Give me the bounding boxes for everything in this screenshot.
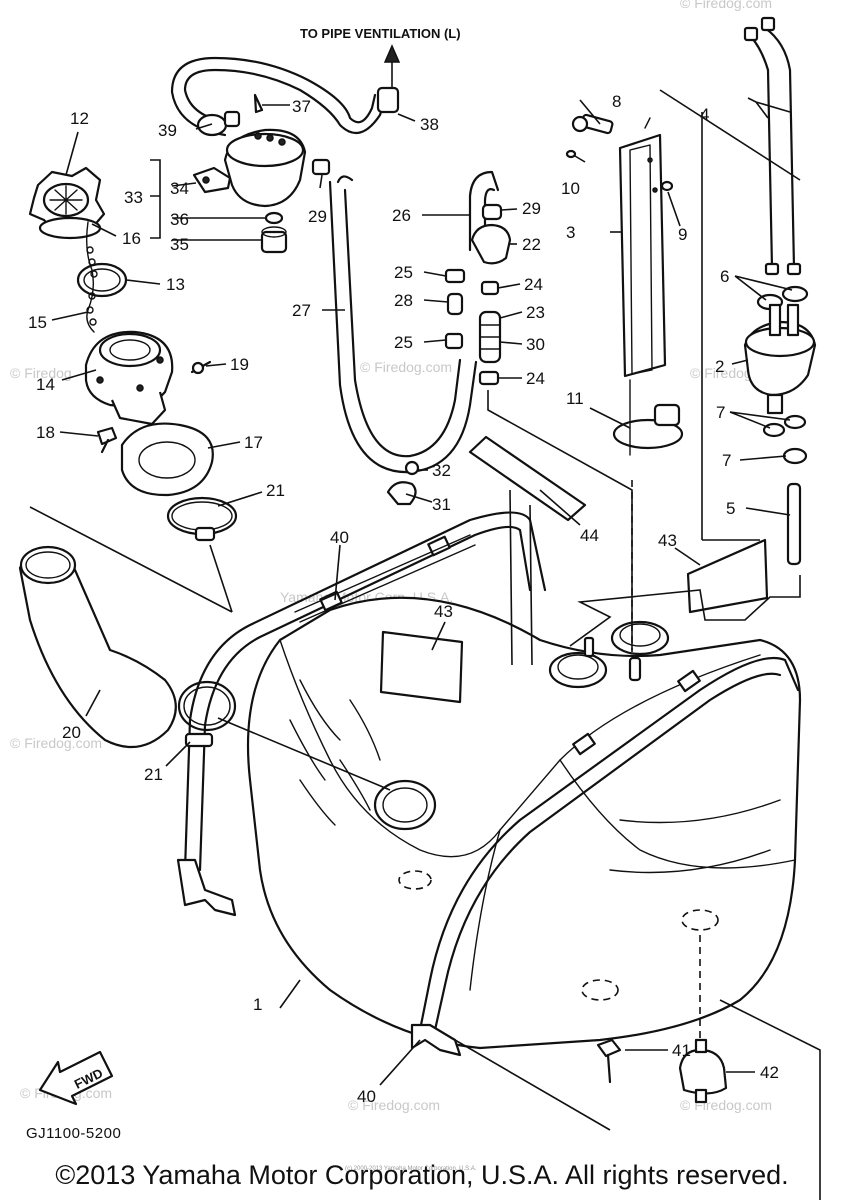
callout-40b: 40 (357, 1087, 376, 1106)
callout-43b: 43 (658, 531, 677, 550)
callout-13: 13 (166, 275, 185, 294)
arrow-head-icon (383, 44, 401, 63)
callout-5: 5 (726, 499, 735, 518)
callout-21b: 21 (144, 765, 163, 784)
callout-2: 2 (715, 357, 724, 376)
callout-33: 33 (124, 188, 143, 207)
callout-42: 42 (760, 1063, 779, 1082)
micro-copyright: (c) 2000-2013 Yamaha Motor Corporation, … (345, 1166, 477, 1172)
callout-38: 38 (420, 115, 439, 134)
diagram-code: GJ1100-5200 (26, 1125, 121, 1142)
callout-36: 36 (170, 210, 189, 229)
callout-29b: 29 (522, 199, 541, 218)
copyright-notice: ©2013 Yamaha Motor Corporation, U.S.A. A… (55, 1160, 789, 1190)
breather-line (386, 170, 512, 506)
callout-21a: 21 (266, 481, 285, 500)
tube-band (612, 403, 684, 450)
callout-25b: 25 (394, 333, 413, 352)
fuel-pickup-tube (565, 113, 674, 456)
pad-43-right (686, 538, 769, 614)
callout-35: 35 (170, 235, 189, 254)
construction-lines (29, 89, 821, 1200)
callout-8: 8 (612, 92, 621, 111)
callout-19: 19 (230, 355, 249, 374)
callout-31: 31 (432, 495, 451, 514)
callout-34: 34 (170, 179, 189, 198)
pad-44 (468, 435, 587, 522)
watermark-text: © Firedog (10, 365, 72, 381)
fuel-tank (246, 596, 802, 1050)
callout-24b: 24 (526, 369, 545, 388)
callout-28: 28 (394, 291, 413, 310)
callout-11: 11 (566, 389, 584, 408)
callout-23: 23 (526, 303, 545, 322)
vent-assembly (170, 56, 400, 254)
callouts: 1 2 3 4 5 6 7 7 8 9 10 11 12 13 14 15 16… (28, 92, 779, 1106)
callout-17: 17 (244, 433, 263, 452)
callout-27: 27 (292, 301, 311, 320)
callout-9: 9 (678, 225, 687, 244)
pad-43-left (379, 630, 464, 704)
callout-14: 14 (36, 375, 55, 394)
callout-26: 26 (392, 206, 411, 225)
callout-24a: 24 (524, 275, 543, 294)
callout-16: 16 (122, 229, 141, 248)
pipes (743, 16, 802, 276)
hose-27 (343, 188, 462, 458)
callout-1: 1 (253, 995, 262, 1014)
callout-10: 10 (561, 179, 580, 198)
callout-43a: 43 (434, 602, 453, 621)
callout-37: 37 (292, 97, 311, 116)
callout-20: 20 (62, 723, 81, 742)
ventilation-note: TO PIPE VENTILATION (L) (300, 26, 461, 41)
callout-6: 6 (720, 267, 729, 286)
callout-leaders (51, 97, 793, 1086)
callout-22: 22 (522, 235, 541, 254)
callout-44: 44 (580, 526, 599, 545)
callout-32: 32 (432, 461, 451, 480)
callout-4: 4 (700, 105, 709, 124)
callout-12: 12 (70, 109, 89, 128)
clamp-21-upper (166, 496, 238, 542)
callout-7a: 7 (716, 403, 725, 422)
callout-7b: 7 (722, 451, 731, 470)
callout-39: 39 (158, 121, 177, 140)
watermark-text: © Firedog.com (680, 1097, 772, 1113)
callout-29a: 29 (308, 207, 327, 226)
fuel-cap-assembly (28, 166, 214, 497)
fuel-valve (743, 285, 817, 566)
mounting-hardware (596, 1038, 728, 1104)
callout-41: 41 (672, 1041, 691, 1060)
watermark-text: © Firedog.com (360, 359, 452, 375)
callout-18: 18 (36, 423, 55, 442)
clamp-21-lower (177, 680, 237, 748)
watermark-text: © Firedog.com (680, 0, 772, 11)
callout-40a: 40 (330, 528, 349, 547)
watermark-text: © Firedog.com (10, 735, 102, 751)
callout-15: 15 (28, 313, 47, 332)
callout-3: 3 (566, 223, 575, 242)
watermark-text: © Firedog.com (348, 1097, 440, 1113)
filler-hose (18, 545, 177, 749)
callout-25a: 25 (394, 263, 413, 282)
callout-30: 30 (526, 335, 545, 354)
